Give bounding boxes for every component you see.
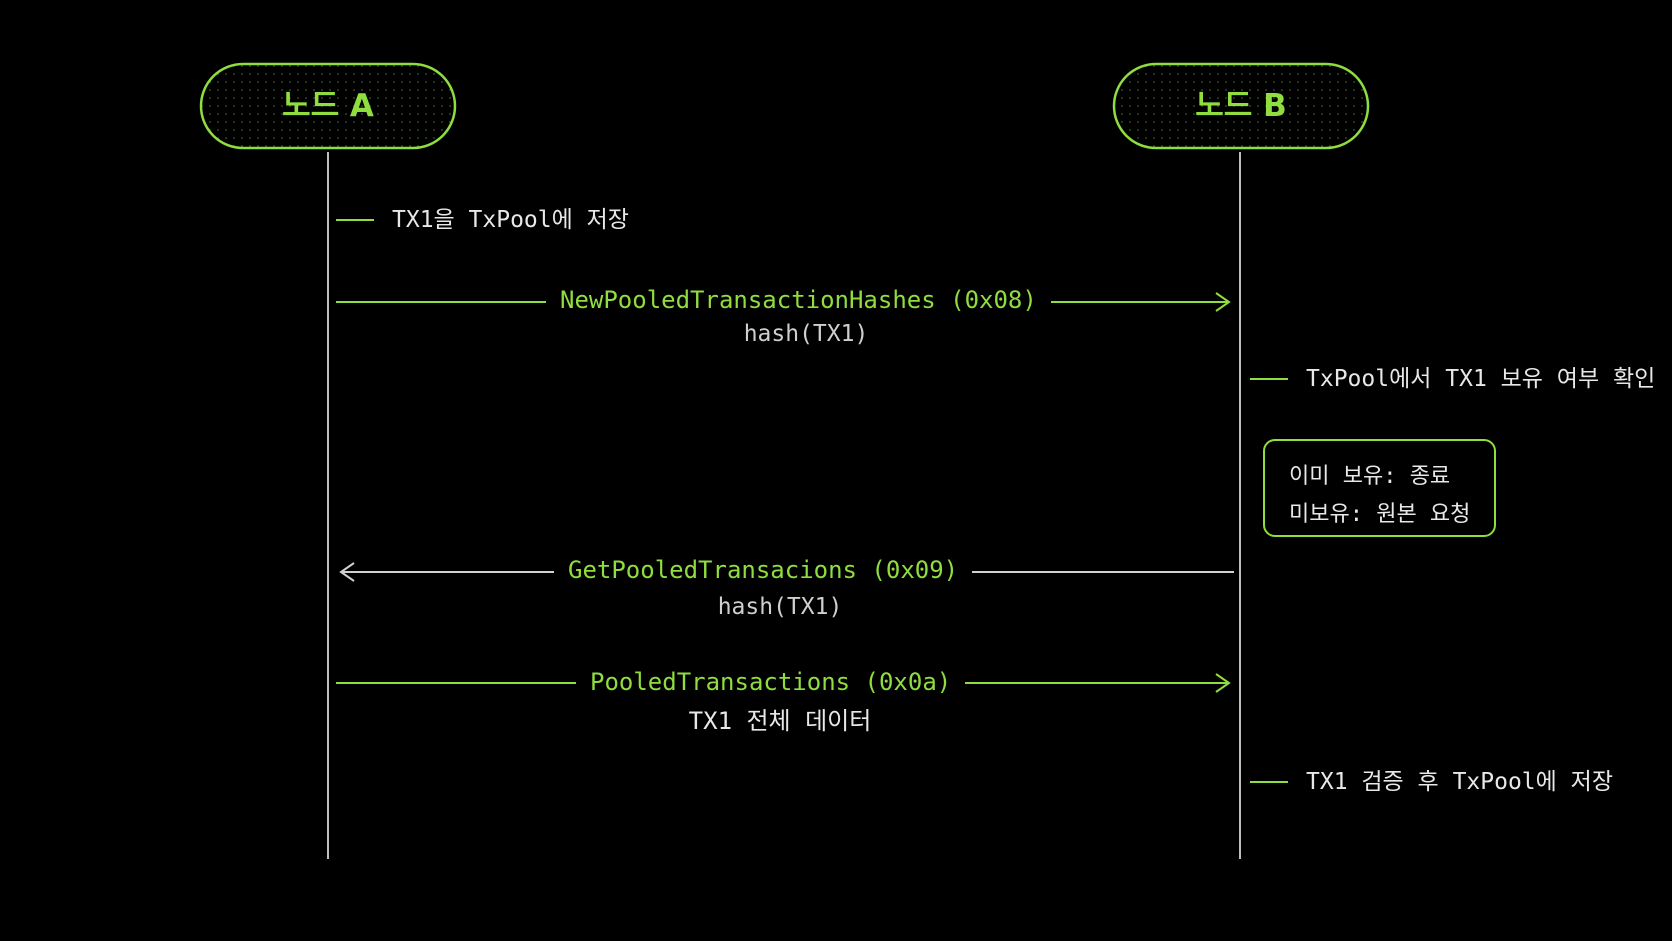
decision-box: 이미 보유: 종료 미보유: 원본 요청 xyxy=(1263,439,1496,537)
payload-msg3: TX1 전체 데이터 xyxy=(688,707,872,735)
note-b-store: TX1 검증 후 TxPool에 저장 xyxy=(1306,769,1613,795)
note-a-store: TX1을 TxPool에 저장 xyxy=(392,207,629,233)
message-label-msg3: PooledTransactions (0x0a) xyxy=(576,670,966,694)
node-b-label: 노드 B xyxy=(1195,88,1287,124)
decision-line-request-original: 미보유: 원본 요청 xyxy=(1289,502,1471,527)
decision-line-already-have: 이미 보유: 종료 xyxy=(1289,464,1451,489)
note-b-check: TxPool에서 TX1 보유 여부 확인 xyxy=(1306,366,1656,392)
payload-msg1: hash(TX1) xyxy=(743,321,869,347)
node-b-box xyxy=(1112,62,1370,150)
message-label-msg2: GetPooledTransacions (0x09) xyxy=(554,558,973,582)
node-a-box xyxy=(199,62,457,150)
node-a-label: 노드 A xyxy=(282,88,374,124)
payload-msg2: hash(TX1) xyxy=(717,594,843,620)
message-label-msg1: NewPooledTransactionHashes (0x08) xyxy=(546,288,1051,312)
